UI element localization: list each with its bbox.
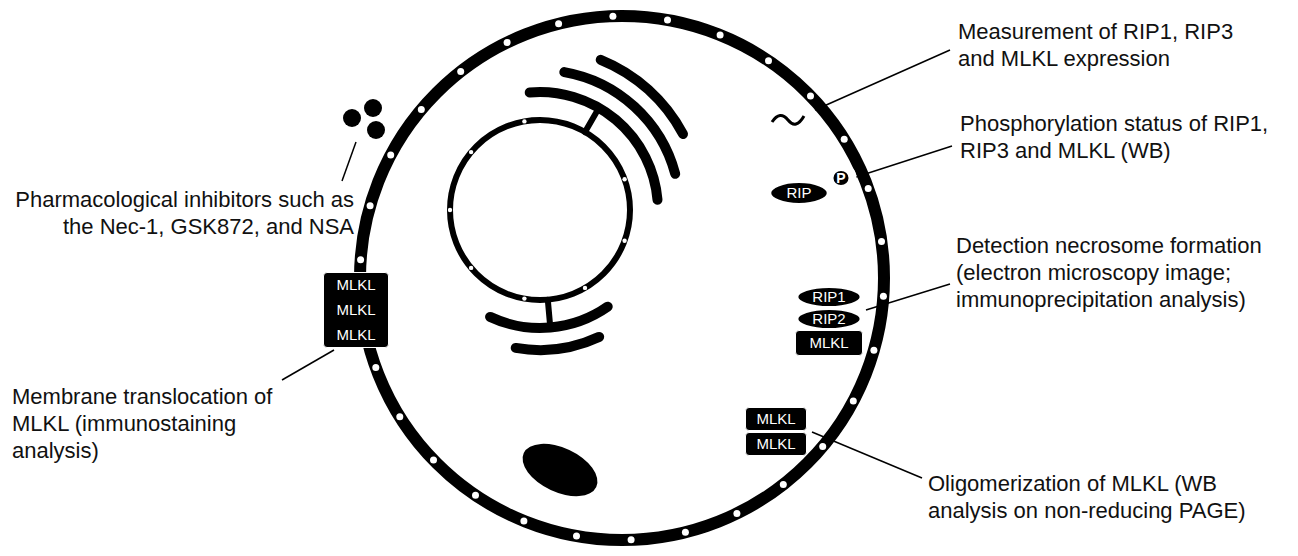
method-callout: Detection necrosome formation (electron …	[956, 232, 1276, 313]
mlkl-membrane-box: MLKL MLKL MLKL	[323, 272, 389, 348]
membrane-pore	[367, 202, 374, 209]
mlkl-protein: MLKL	[795, 330, 863, 356]
nuclear-pore	[522, 119, 526, 123]
membrane-pore	[780, 481, 787, 488]
node-text: RIP	[786, 184, 811, 202]
mrna-squiggle	[772, 115, 804, 124]
node-text: MLKL	[336, 326, 375, 344]
cell-membrane	[360, 16, 884, 540]
node-text: P	[836, 170, 845, 186]
method-callout: Phosphorylation status of RIP1, RIP3 and…	[960, 110, 1280, 164]
membrane-pore	[865, 185, 872, 192]
membrane-pore	[682, 529, 689, 536]
membrane-pore	[555, 20, 562, 27]
node-text: MLKL	[336, 301, 375, 319]
mlkl-oligomer: MLKL	[745, 432, 807, 456]
membrane-pore	[664, 17, 671, 24]
node-text: RIP2	[812, 310, 845, 328]
nuclear-pores	[448, 119, 627, 301]
membrane-pore	[357, 256, 364, 263]
rip1-protein: RIP1	[795, 285, 863, 309]
inhibitor-dot	[364, 99, 382, 117]
membrane-pores	[357, 13, 887, 544]
mlkl-oligomer: MLKL	[745, 407, 807, 431]
membrane-pore	[841, 136, 848, 143]
membrane-pore	[396, 413, 403, 420]
membrane-pore	[819, 443, 826, 450]
node-text: MLKL	[756, 435, 795, 453]
node-text: MLKL	[756, 410, 795, 428]
membrane-pore	[880, 293, 887, 300]
nucleus	[450, 120, 630, 300]
method-callout: Oligomerization of MLKL (WB analysis on …	[928, 470, 1292, 524]
membrane-pore	[387, 152, 394, 159]
membrane-pore	[878, 238, 885, 245]
nuclear-pore	[583, 286, 587, 290]
membrane-pore	[717, 32, 724, 39]
nuclear-pore	[469, 150, 473, 154]
membrane-pore	[609, 13, 616, 20]
membrane-pore	[457, 68, 464, 75]
membrane-pore	[430, 457, 437, 464]
endoplasmic-reticulum	[490, 60, 683, 350]
membrane-pore	[520, 517, 527, 524]
inhibitor-callout: Pharmacological inhibitors such as the N…	[4, 186, 354, 240]
rip-protein: RIP	[768, 180, 830, 206]
node-text: MLKL	[809, 334, 848, 352]
nuclear-pore	[522, 296, 526, 300]
membrane-pore	[504, 39, 511, 46]
method-callout: Measurement of RIP1, RIP3 and MLKL expre…	[958, 18, 1258, 72]
membrane-pore	[870, 347, 877, 354]
method-callout: Membrane translocation of MLKL (immunost…	[12, 383, 312, 464]
mitochondrion	[514, 433, 605, 507]
membrane-pore	[765, 57, 772, 64]
membrane-pore	[850, 398, 857, 405]
nuclear-pore	[448, 208, 452, 212]
inhibitor-dot	[343, 109, 361, 127]
node-text: MLKL	[336, 276, 375, 294]
membrane-pore	[372, 364, 379, 371]
membrane-pore	[807, 93, 814, 100]
rip2-protein: RIP2	[795, 307, 863, 331]
node-text: RIP1	[812, 288, 845, 306]
membrane-pore	[733, 510, 740, 517]
inhibitor-dot	[367, 121, 385, 139]
phospho-marker: P	[829, 166, 853, 190]
membrane-pore	[472, 492, 479, 499]
nuclear-pore	[622, 177, 626, 181]
membrane-pore	[628, 536, 635, 543]
nuclear-pore	[469, 266, 473, 270]
membrane-pore	[573, 533, 580, 540]
nuclear-pore	[622, 239, 626, 243]
membrane-pore	[418, 106, 425, 113]
leader-lines	[282, 50, 952, 478]
